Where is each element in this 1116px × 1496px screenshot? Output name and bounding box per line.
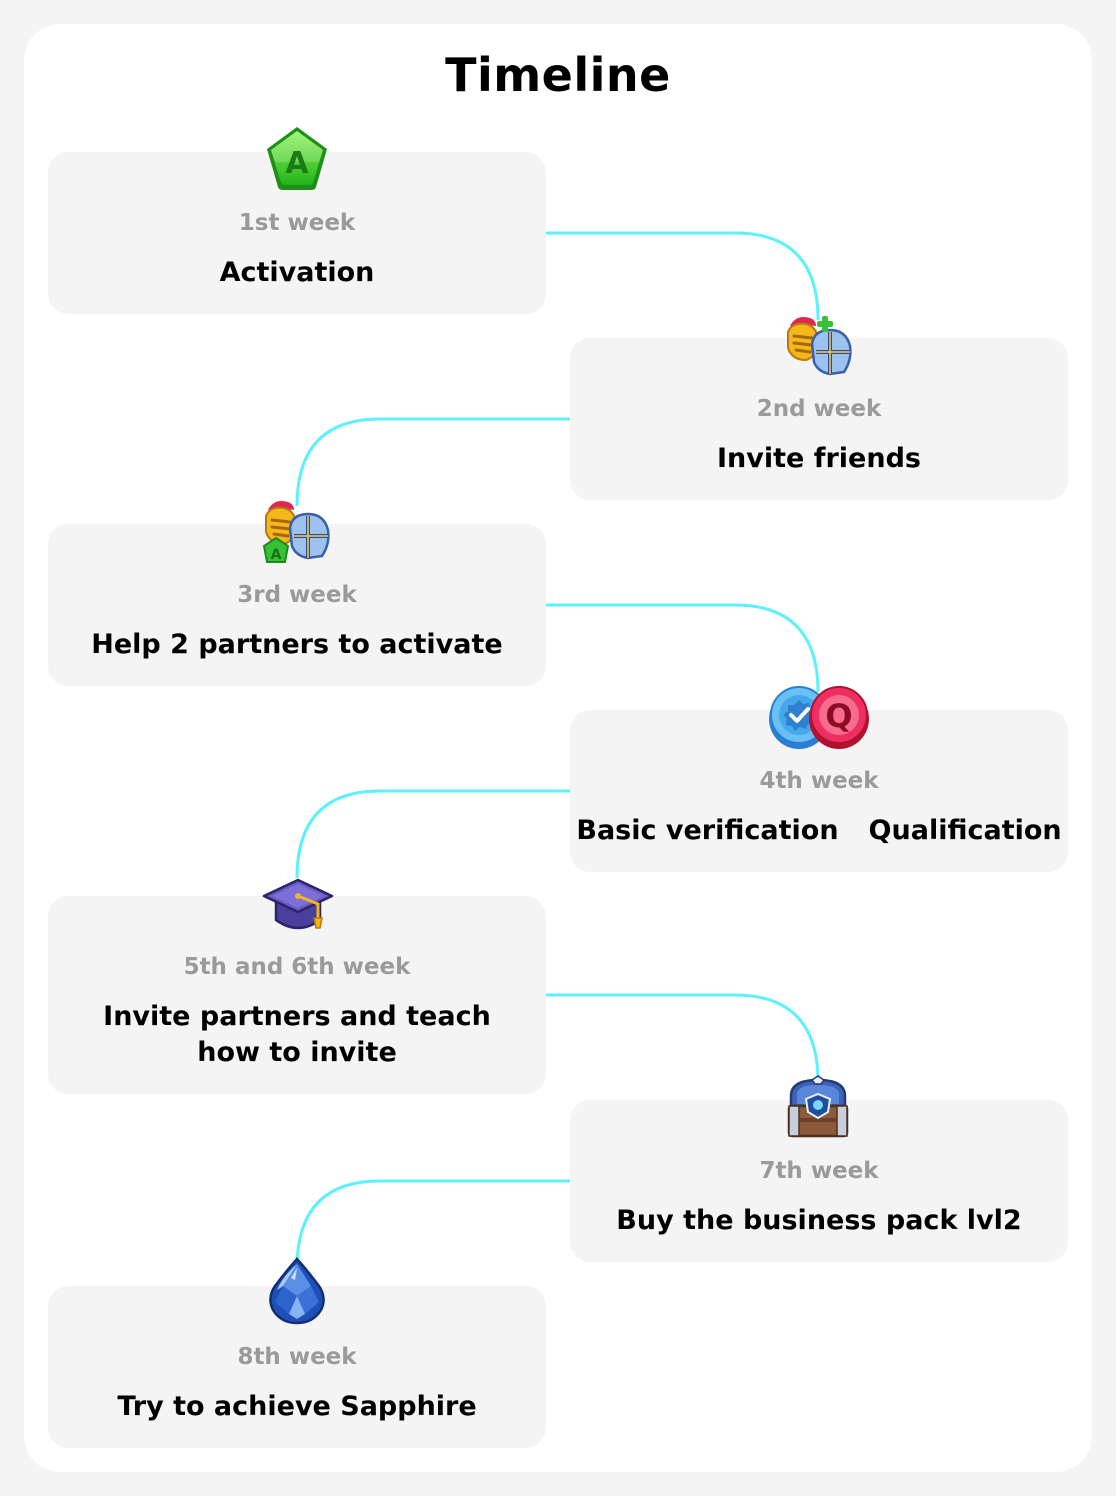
week-label: 1st week (238, 210, 356, 236)
week-label: 3rd week (237, 582, 357, 608)
activation-badge-icon: A (267, 127, 327, 190)
connector-4-5 (295, 789, 570, 879)
page-title: Timeline (445, 48, 671, 102)
partners-activate-icon: A (262, 501, 330, 563)
week-label: 2nd week (756, 396, 882, 422)
step-title-pair: Basic verification Qualification (570, 813, 1068, 849)
step-title-line-2: how to invite (197, 1037, 397, 1068)
connector-5-6 (546, 993, 820, 1083)
week-label: 7th week (759, 1158, 879, 1184)
week-label: 5th and 6th week (183, 954, 411, 980)
step-title-basic-verification: Basic verification (576, 815, 839, 846)
week-label: 8th week (237, 1344, 357, 1370)
connector-2-3 (295, 417, 570, 507)
graduation-cap-icon (262, 878, 334, 930)
step-title: Help 2 partners to activate (91, 629, 503, 660)
svg-text:Q: Q (825, 697, 852, 735)
step-title-qualification: Qualification (868, 815, 1062, 846)
step-title: Try to achieve Sapphire (117, 1391, 477, 1422)
step-title: Buy the business pack lvl2 (616, 1205, 1022, 1236)
invite-helmets-icon (787, 316, 852, 376)
sapphire-gem-icon (269, 1257, 325, 1325)
svg-text:A: A (271, 547, 282, 563)
connector-6-7 (295, 1179, 570, 1269)
timeline-card-week-2: 2nd week Invite friends (570, 338, 1068, 500)
connector-3-4 (546, 603, 820, 693)
step-title-line-1: Invite partners and teach (103, 1001, 491, 1032)
step-title: Invite friends (717, 443, 921, 474)
step-title: Activation (219, 257, 375, 288)
treasure-chest-icon (787, 1075, 849, 1138)
connector-1-2 (546, 231, 820, 321)
week-label: 4th week (759, 768, 879, 794)
verification-qualification-icon: Q (769, 686, 869, 749)
svg-text:A: A (285, 146, 309, 181)
